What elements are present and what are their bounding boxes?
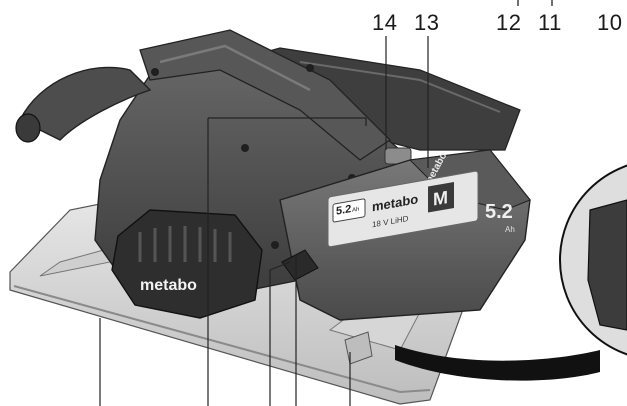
battery-capacity: 5.2 bbox=[336, 203, 351, 218]
battery-end-unit: Ah bbox=[505, 225, 515, 234]
vent-grill bbox=[138, 226, 232, 262]
base-plate-edge bbox=[13, 285, 431, 394]
depth-lever bbox=[281, 249, 319, 281]
battery-capacity-unit: Ah bbox=[352, 207, 359, 214]
battery-power-mark: M bbox=[433, 187, 448, 209]
top-handle bbox=[139, 29, 392, 161]
callout-14: 14 bbox=[372, 10, 397, 35]
screw-icon bbox=[306, 64, 314, 72]
motor-brand-label: metabo bbox=[140, 277, 197, 294]
top-handle-highlight bbox=[159, 44, 311, 92]
screw-icon bbox=[241, 144, 249, 152]
battery-end-capacity: 5.2 bbox=[485, 201, 513, 223]
callout-11: 11 bbox=[538, 10, 562, 35]
callout-10: 10 bbox=[597, 10, 622, 35]
battery-power-badge bbox=[428, 181, 454, 213]
magnifier-pointer bbox=[395, 345, 600, 381]
blade-guard-edge bbox=[299, 61, 501, 113]
rear-handle bbox=[19, 66, 152, 141]
detail-battery-latch bbox=[587, 199, 627, 331]
callout-12: 12 bbox=[496, 10, 521, 35]
screw-icon bbox=[271, 241, 279, 249]
motor-cover bbox=[111, 209, 263, 319]
leader-line-switch-end bbox=[269, 261, 291, 271]
callout-13: 13 bbox=[414, 10, 439, 35]
handle-end-cap bbox=[15, 113, 41, 143]
battery-capacity-badge bbox=[332, 198, 366, 223]
angle-knob bbox=[344, 331, 373, 365]
screw-icon bbox=[151, 68, 159, 76]
